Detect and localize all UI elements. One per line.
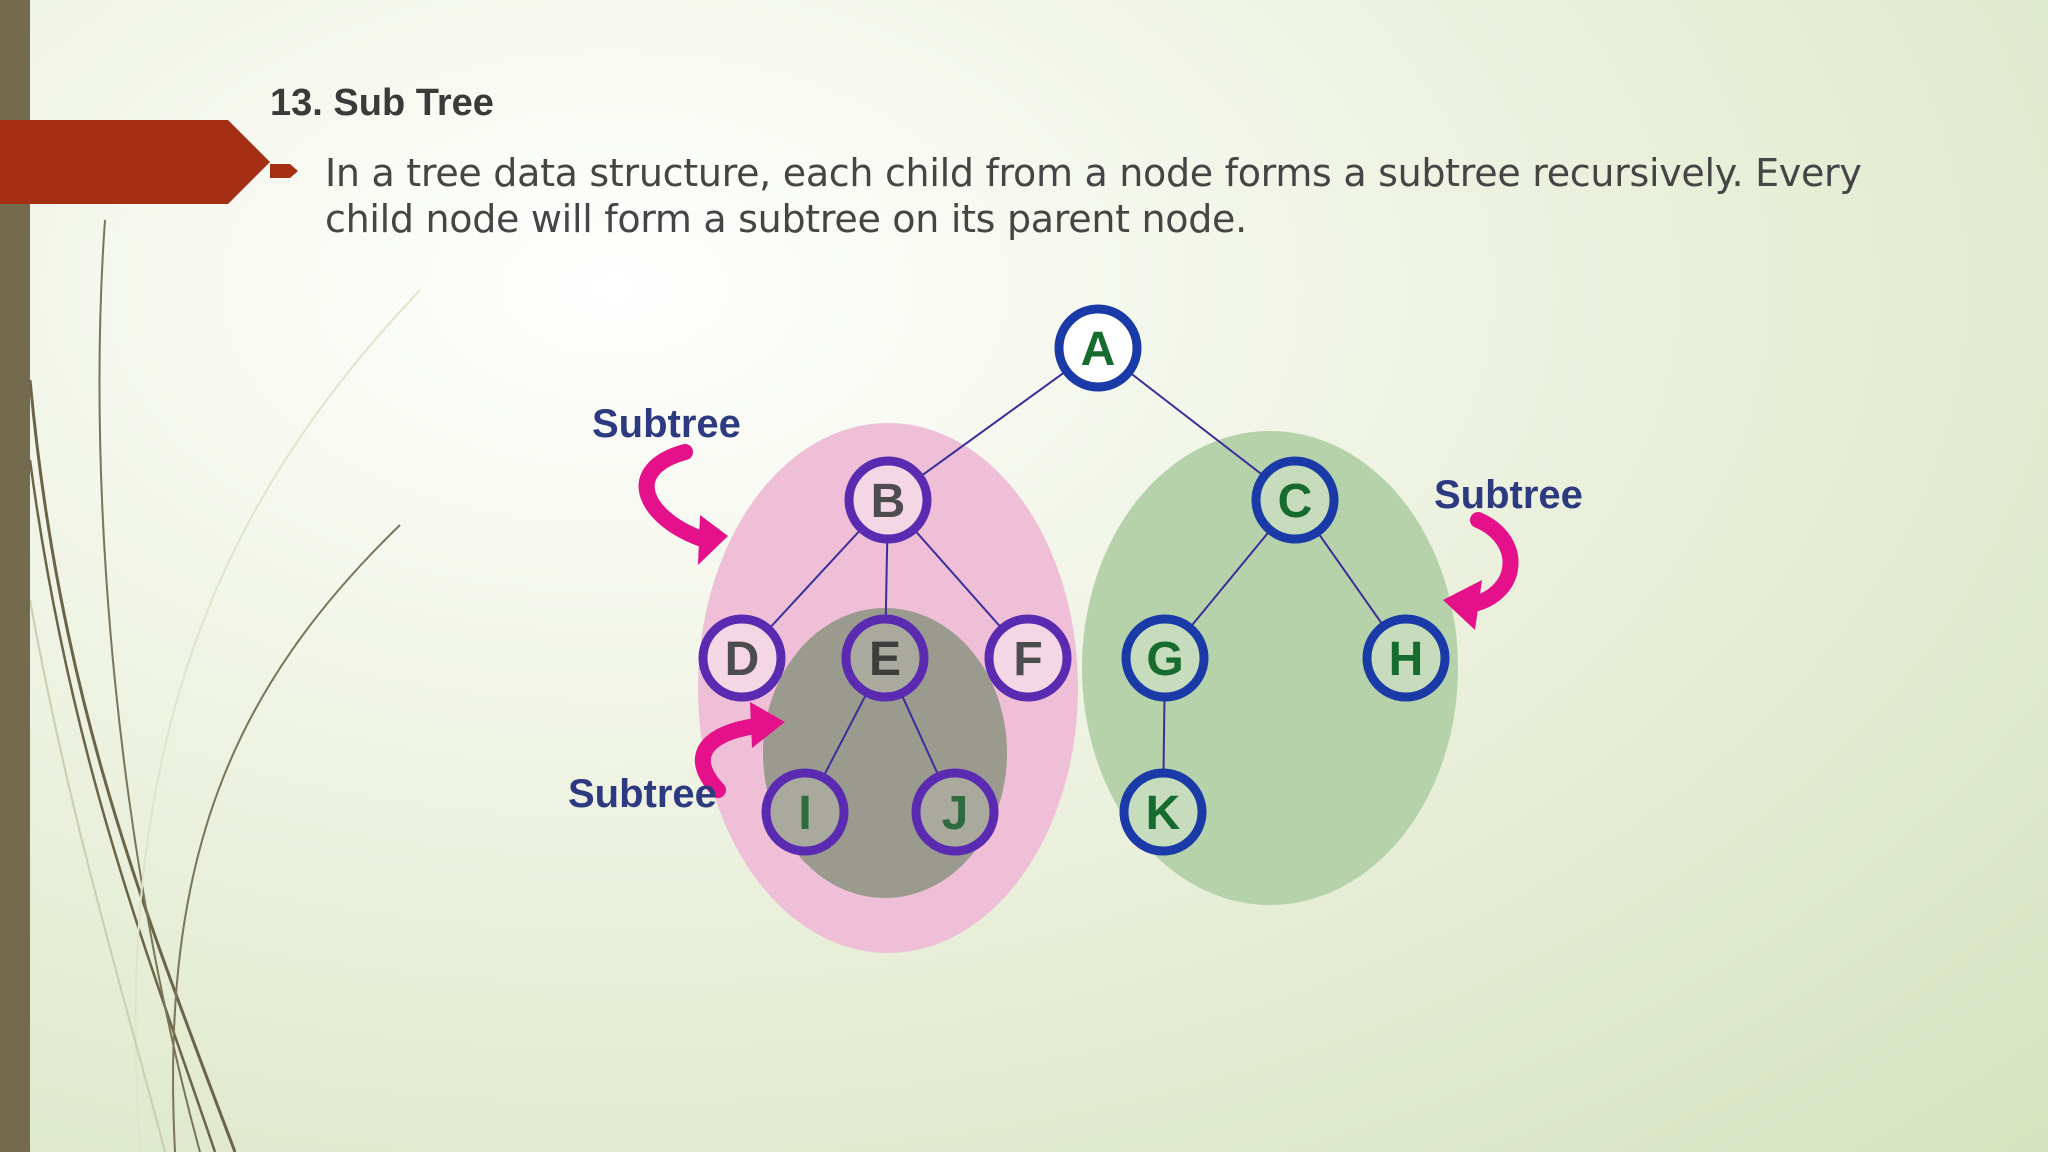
svg-text:K: K: [1146, 787, 1181, 840]
node-g: G: [1126, 619, 1204, 697]
subtree-label-2: Subtree: [1434, 473, 1583, 517]
svg-text:H: H: [1389, 633, 1424, 686]
node-c: C: [1256, 461, 1334, 539]
subtree-label-1: Subtree: [592, 402, 741, 446]
node-e: E: [846, 619, 924, 697]
svg-text:G: G: [1146, 633, 1183, 686]
svg-text:A: A: [1081, 323, 1116, 376]
node-a: A: [1059, 309, 1137, 387]
node-f: F: [989, 619, 1067, 697]
svg-text:F: F: [1013, 633, 1042, 686]
node-j: J: [916, 773, 994, 851]
node-k: K: [1124, 773, 1202, 851]
node-d: D: [703, 619, 781, 697]
node-h: H: [1367, 619, 1445, 697]
subtree-arrow-2-icon: [1443, 520, 1511, 630]
svg-text:E: E: [869, 633, 901, 686]
node-b: B: [849, 461, 927, 539]
node-i: I: [766, 773, 844, 851]
svg-text:J: J: [942, 787, 969, 840]
svg-text:B: B: [871, 475, 906, 528]
svg-text:C: C: [1278, 475, 1313, 528]
svg-text:I: I: [798, 787, 811, 840]
subtree-label-3: Subtree: [568, 772, 717, 816]
svg-text:D: D: [725, 633, 760, 686]
